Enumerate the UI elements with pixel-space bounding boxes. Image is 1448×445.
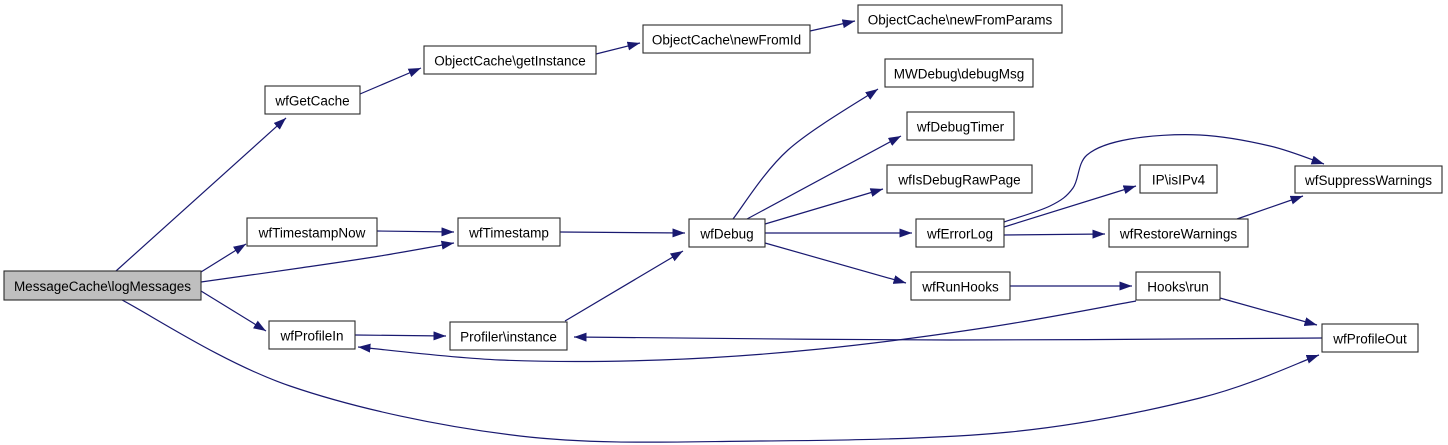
node-label-profiler-instance: Profiler\instance	[460, 330, 557, 345]
node-wfsuppresswarnings[interactable]: wfSuppressWarnings	[1294, 165, 1443, 194]
node-objectcache-newfromid[interactable]: ObjectCache\newFromId	[642, 24, 811, 54]
node-label-wfrestorewarnings: wfRestoreWarnings	[1119, 227, 1238, 242]
edge-objectcache-newfromid-to-objectcache-newfromparams	[809, 19, 856, 32]
node-label-wfisdebugrawpage: wfIsDebugRawPage	[897, 173, 1020, 188]
node-wferrorlog[interactable]: wfErrorLog	[915, 218, 1005, 248]
edge-messagecache-logmessages-to-wfprofileout	[121, 299, 1320, 443]
edge-wfdebug-to-wfrunhooks	[764, 242, 907, 284]
node-box-wfprofilein[interactable]	[268, 320, 356, 350]
node-label-wfdebugtimer: wfDebugTimer	[916, 120, 1005, 135]
node-label-mwdebug-debugmsg: MWDebug\debugMsg	[894, 67, 1025, 82]
node-box-ip-isipv4[interactable]	[1139, 164, 1218, 194]
node-objectcache-getinstance[interactable]: ObjectCache\getInstance	[423, 45, 597, 75]
node-wfrunhooks[interactable]: wfRunHooks	[910, 271, 1011, 301]
edge-messagecache-logmessages-to-wftimestampnow	[200, 243, 247, 273]
edge-messagecache-logmessages-to-wftimestamp	[200, 240, 455, 283]
node-label-wferrorlog: wfErrorLog	[926, 227, 993, 242]
edge-wfdebug-to-wfdebugtimer	[746, 135, 902, 220]
node-wfdebug[interactable]: wfDebug	[688, 218, 766, 248]
node-label-wfprofilein: wfProfileIn	[279, 329, 343, 344]
node-mwdebug-debugmsg[interactable]: MWDebug\debugMsg	[884, 58, 1034, 88]
node-box-wfgetcache[interactable]	[264, 85, 361, 115]
node-profiler-instance[interactable]: Profiler\instance	[449, 321, 568, 351]
edge-wfdebug-to-mwdebug-debugmsg	[732, 88, 879, 220]
edge-wftimestampnow-to-wftimestamp	[376, 227, 455, 237]
node-label-wftimestamp: wfTimestamp	[468, 226, 549, 241]
node-messagecache-logmessages[interactable]: MessageCache\logMessages	[3, 270, 202, 301]
edge-wfprofilein-to-profiler-instance	[354, 331, 447, 341]
node-box-wfisdebugrawpage[interactable]	[886, 164, 1033, 194]
node-box-wfrunhooks[interactable]	[910, 271, 1011, 301]
edge-hooks-run-to-wfprofileout	[1219, 297, 1318, 326]
node-label-objectcache-getinstance: ObjectCache\getInstance	[434, 54, 586, 69]
node-wfisdebugrawpage[interactable]: wfIsDebugRawPage	[886, 164, 1033, 194]
node-wfdebugtimer[interactable]: wfDebugTimer	[906, 111, 1015, 141]
node-layer: MessageCache\logMessages wfGetCache Object…	[3, 4, 1443, 353]
node-label-ip-isipv4: IP\isIPv4	[1152, 173, 1206, 188]
edge-wferrorlog-to-ip-isipv4	[1003, 185, 1137, 228]
node-label-wfprofileout: wfProfileOut	[1332, 332, 1407, 347]
node-label-wfsuppresswarnings: wfSuppressWarnings	[1304, 173, 1432, 188]
edge-wfprofileout-to-profiler-instance	[573, 332, 1323, 342]
node-box-objectcache-newfromid[interactable]	[642, 24, 811, 54]
node-label-wfrunhooks: wfRunHooks	[921, 280, 999, 295]
edge-wfgetcache-to-objectcache-getinstance	[359, 67, 422, 95]
node-box-objectcache-newfromparams[interactable]	[857, 4, 1063, 34]
edge-layer	[115, 19, 1325, 443]
edge-messagecache-logmessages-to-wfgetcache	[115, 117, 287, 272]
node-wftimestampnow[interactable]: wfTimestampNow	[246, 217, 378, 247]
node-label-messagecache-logmessages: MessageCache\logMessages	[14, 279, 191, 294]
node-label-objectcache-newfromid: ObjectCache\newFromId	[652, 33, 801, 48]
node-wfgetcache[interactable]: wfGetCache	[264, 85, 361, 115]
node-label-hooks-run: Hooks\run	[1147, 280, 1209, 295]
edge-wferrorlog-to-wfrestorewarnings	[1003, 229, 1106, 239]
node-box-objectcache-getinstance[interactable]	[423, 45, 597, 75]
node-box-wftimestamp[interactable]	[457, 217, 561, 247]
node-wfrestorewarnings[interactable]: wfRestoreWarnings	[1108, 218, 1249, 248]
edge-profiler-instance-to-wfdebug	[564, 250, 684, 322]
edge-wfdebug-to-wfisdebugrawpage	[764, 188, 884, 225]
edge-messagecache-logmessages-to-wfprofilein	[200, 290, 267, 332]
edge-objectcache-getinstance-to-objectcache-newfromid	[595, 41, 641, 55]
node-label-wfdebug: wfDebug	[699, 227, 753, 242]
node-box-wferrorlog[interactable]	[915, 218, 1005, 248]
node-box-mwdebug-debugmsg[interactable]	[884, 58, 1034, 88]
node-box-wfsuppresswarnings[interactable]	[1294, 165, 1443, 194]
node-objectcache-newfromparams[interactable]: ObjectCache\newFromParams	[857, 4, 1063, 34]
node-box-messagecache-logmessages[interactable]	[3, 270, 202, 301]
node-box-wfrestorewarnings[interactable]	[1108, 218, 1249, 248]
node-label-wftimestampnow: wfTimestampNow	[258, 226, 366, 241]
node-wftimestamp[interactable]: wfTimestamp	[457, 217, 561, 247]
node-wfprofilein[interactable]: wfProfileIn	[268, 320, 356, 350]
node-box-profiler-instance[interactable]	[449, 321, 568, 351]
node-box-hooks-run[interactable]	[1135, 271, 1221, 301]
edge-hooks-run-to-wfprofilein	[357, 300, 1137, 363]
node-box-wfdebugtimer[interactable]	[906, 111, 1015, 141]
edge-wftimestamp-to-wfdebug	[559, 228, 686, 238]
node-label-objectcache-newfromparams: ObjectCache\newFromParams	[868, 13, 1053, 28]
node-box-wfdebug[interactable]	[688, 218, 766, 248]
node-hooks-run[interactable]: Hooks\run	[1135, 271, 1221, 301]
node-label-wfgetcache: wfGetCache	[274, 94, 349, 109]
edge-wfrestorewarnings-to-wfsuppresswarnings	[1236, 195, 1304, 220]
node-box-wftimestampnow[interactable]	[246, 217, 378, 247]
node-box-wfprofileout[interactable]	[1321, 323, 1419, 353]
node-ip-isipv4[interactable]: IP\isIPv4	[1139, 164, 1218, 194]
edge-wferrorlog-to-wfsuppresswarnings	[1003, 134, 1325, 223]
node-wfprofileout[interactable]: wfProfileOut	[1321, 323, 1419, 353]
